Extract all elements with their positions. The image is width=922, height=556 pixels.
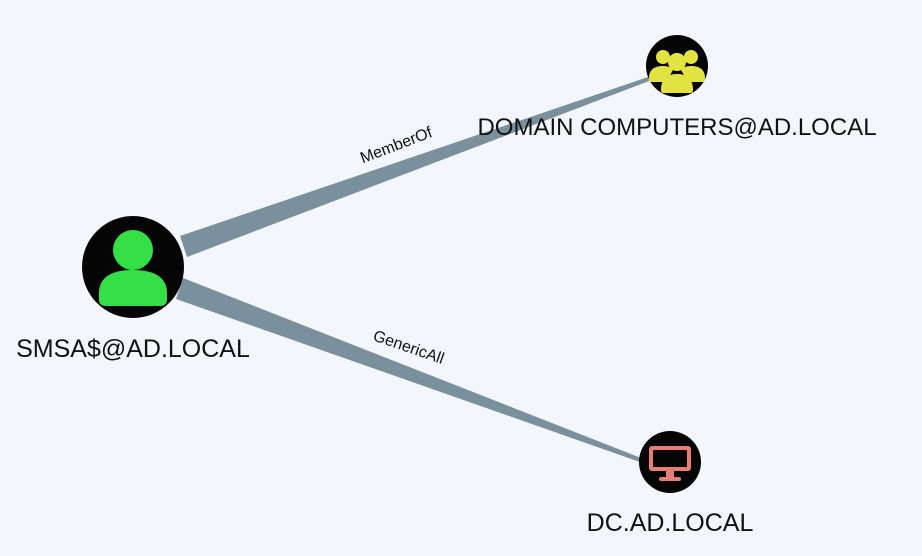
node-dc-label: DC.AD.LOCAL bbox=[587, 509, 754, 537]
edge-memberof-line[interactable] bbox=[180, 77, 649, 257]
edge-genericall-line[interactable] bbox=[176, 278, 641, 462]
node-domain-computers-label: DOMAIN COMPUTERS@AD.LOCAL bbox=[477, 114, 876, 141]
node-smsa-label: SMSA$@AD.LOCAL bbox=[16, 335, 250, 363]
user-icon bbox=[99, 230, 167, 306]
edge-memberof[interactable]: MemberOf bbox=[180, 77, 649, 257]
node-domain-computers[interactable]: DOMAIN COMPUTERS@AD.LOCAL bbox=[477, 35, 877, 141]
node-smsa[interactable]: SMSA$@AD.LOCAL bbox=[16, 216, 250, 363]
group-icon bbox=[649, 50, 705, 93]
node-dc[interactable]: DC.AD.LOCAL bbox=[587, 431, 754, 537]
monitor-icon bbox=[649, 446, 691, 481]
edge-genericall[interactable]: GenericAll bbox=[176, 278, 641, 462]
